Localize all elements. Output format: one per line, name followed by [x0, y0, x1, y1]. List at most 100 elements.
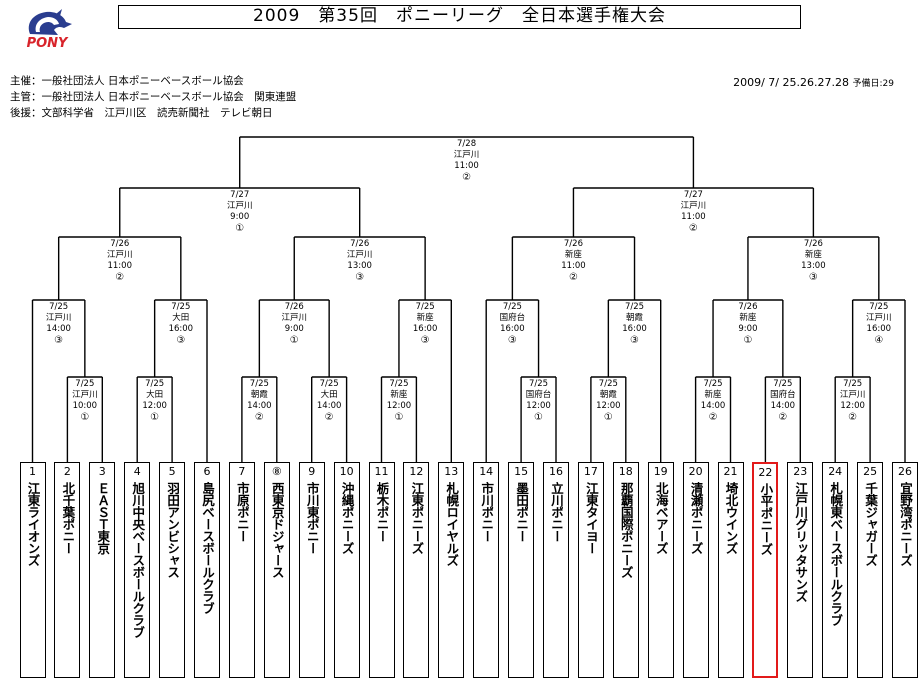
game-venue: 朝霞	[626, 313, 644, 323]
game-venue: 江戸川	[281, 313, 308, 323]
organizer-support: 後援：文部科学省 江戸川区 読売新聞社 テレビ朝日	[10, 107, 273, 119]
team-name: 埼北ウインズ	[723, 482, 739, 554]
team-number: 7	[238, 465, 246, 478]
team-box: 2 北千葉ポニー	[54, 462, 81, 678]
team-name: 北千葉ポニー	[60, 482, 76, 554]
game-date: 7/25	[624, 302, 645, 312]
team-box: 17 江東タイヨー	[577, 462, 604, 678]
team-name: 札幌東ベースボールクラブ	[828, 482, 844, 626]
team-number: 18	[618, 465, 633, 478]
team-number: 4	[133, 465, 141, 478]
team-name: 小平ポニーズ	[758, 483, 774, 555]
game-venue: 朝霞	[599, 390, 617, 400]
game-date: 7/25	[869, 302, 889, 312]
page-title: 2009 第35回 ポニーリーグ 全日本選手権大会	[118, 5, 801, 29]
date-range: 2009/ 7/ 25.26.27.28	[733, 76, 849, 89]
game-mark: ②	[568, 272, 578, 283]
game-time: 16:00	[622, 324, 647, 334]
team-name: 西東京ドジャース	[269, 482, 285, 578]
team-name: 宜野湾ポニーズ	[898, 482, 913, 566]
game-venue: 江戸川	[106, 250, 133, 260]
team-number: 2	[63, 465, 71, 478]
team-number: 10	[339, 465, 354, 478]
game-time: 9:00	[230, 212, 250, 222]
team-box: 10 沖縄ポニーズ	[333, 462, 360, 678]
team-box: 19 北海ベアーズ	[647, 462, 674, 678]
team-name: 清瀬ポニーズ	[688, 482, 704, 554]
team-name: 旭川中央ベースボールクラブ	[130, 482, 146, 638]
team-number: 19	[653, 465, 668, 478]
game-date: 7/25	[319, 379, 339, 389]
game-time: 14:00	[247, 401, 272, 411]
game-venue: 江戸川	[346, 250, 373, 260]
game-venue: 大田	[320, 390, 338, 400]
team-number: 1	[29, 465, 36, 478]
team-name: 沖縄ポニーズ	[339, 482, 355, 554]
team-name: 江東タイヨー	[583, 482, 599, 554]
game-mark: ①	[80, 412, 90, 423]
team-number: 17	[583, 465, 598, 478]
game-mark: ②	[708, 412, 718, 423]
team-number: 23	[793, 465, 808, 478]
game-time: 14:00	[46, 324, 71, 334]
game-mark: ②	[778, 412, 788, 423]
team-name: 千葉ジャガーズ	[863, 482, 879, 566]
team-name: 北海ベアーズ	[653, 482, 669, 554]
game-date: 7/25	[75, 379, 95, 389]
game-venue: 新座	[564, 250, 582, 260]
team-box: 23 江戸川グリッタサンズ	[787, 462, 814, 678]
game-date: 7/26	[350, 239, 370, 249]
team-name: 島尻ベースボールクラブ	[200, 482, 215, 614]
game-mark: ①	[289, 335, 299, 346]
game-date: 7/25	[389, 379, 409, 389]
game-time: 10:00	[72, 401, 98, 411]
game-time: 14:00	[316, 401, 342, 411]
team-name: 立川ポニー	[549, 482, 564, 542]
game-time: 12:00	[386, 401, 412, 411]
game-mark: ②	[324, 412, 334, 423]
game-date: 7/25	[502, 302, 522, 312]
game-time: 11:00	[454, 161, 479, 171]
game-date: 7/26	[563, 239, 583, 249]
game-mark: ①	[743, 335, 753, 346]
game-time: 16:00	[500, 324, 525, 334]
tournament-dates: 2009/ 7/ 25.26.27.28 予備日:29	[733, 76, 894, 89]
game-mark: ③	[355, 272, 365, 283]
team-number: 12	[409, 465, 424, 478]
game-venue: 国府台	[770, 390, 796, 400]
game-mark: ③	[54, 335, 64, 346]
game-time: 16:00	[412, 324, 438, 334]
team-name: 江戸川グリッタサンズ	[793, 482, 809, 602]
game-mark: ②	[254, 412, 264, 423]
game-date: 7/26	[803, 239, 823, 249]
team-number: 26	[898, 465, 912, 478]
game-mark: ③	[630, 335, 639, 346]
team-box: 4 旭川中央ベースボールクラブ	[124, 462, 151, 678]
game-time: 12:00	[840, 401, 865, 411]
game-venue: 大田	[172, 313, 190, 323]
team-name: 江東ライオンズ	[25, 482, 41, 566]
game-time: 13:00	[347, 261, 372, 271]
